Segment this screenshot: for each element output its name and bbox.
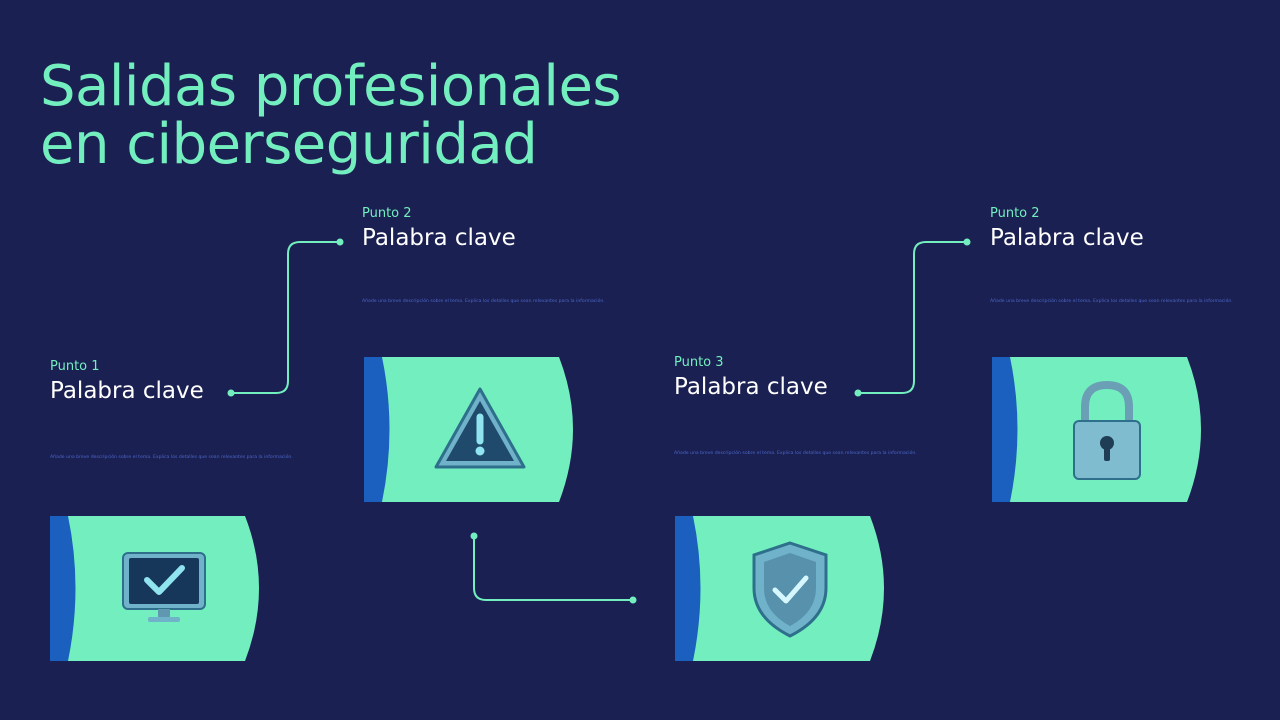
point-label: Punto 2: [362, 206, 412, 221]
point-description: Añade una breve descripción sobre el tem…: [362, 299, 605, 304]
point-description: Añade una breve descripción sobre el tem…: [674, 451, 917, 456]
point-keyword: Palabra clave: [50, 378, 204, 404]
warning-triangle-icon: [434, 387, 526, 469]
page-title: Salidas profesionales en ciberseguridad: [40, 54, 622, 177]
point-description: Añade una breve descripción sobre el tem…: [50, 455, 293, 460]
padlock-icon: [1073, 380, 1141, 480]
point-label: Punto 2: [990, 206, 1040, 221]
point-2: Punto 2 Palabra clave Añade una breve de…: [362, 206, 605, 305]
title-line-2: en ciberseguridad: [40, 112, 538, 177]
point-keyword: Palabra clave: [990, 225, 1144, 251]
point-3: Punto 3 Palabra clave Añade una breve de…: [674, 355, 917, 457]
card-shield: [675, 516, 895, 661]
card-monitor: [50, 516, 270, 661]
monitor-check-icon: [122, 552, 206, 622]
title-line-1: Salidas profesionales: [40, 54, 622, 119]
point-keyword: Palabra clave: [362, 225, 516, 251]
card-warning: [364, 357, 584, 502]
point-4: Punto 2 Palabra clave Añade una breve de…: [990, 206, 1233, 305]
point-description: Añade una breve descripción sobre el tem…: [990, 299, 1233, 304]
card-padlock: [992, 357, 1212, 502]
shield-check-icon: [752, 541, 828, 638]
point-label: Punto 1: [50, 359, 100, 374]
point-label: Punto 3: [674, 355, 724, 370]
point-1: Punto 1 Palabra clave Añade una breve de…: [50, 359, 293, 461]
point-keyword: Palabra clave: [674, 374, 828, 400]
